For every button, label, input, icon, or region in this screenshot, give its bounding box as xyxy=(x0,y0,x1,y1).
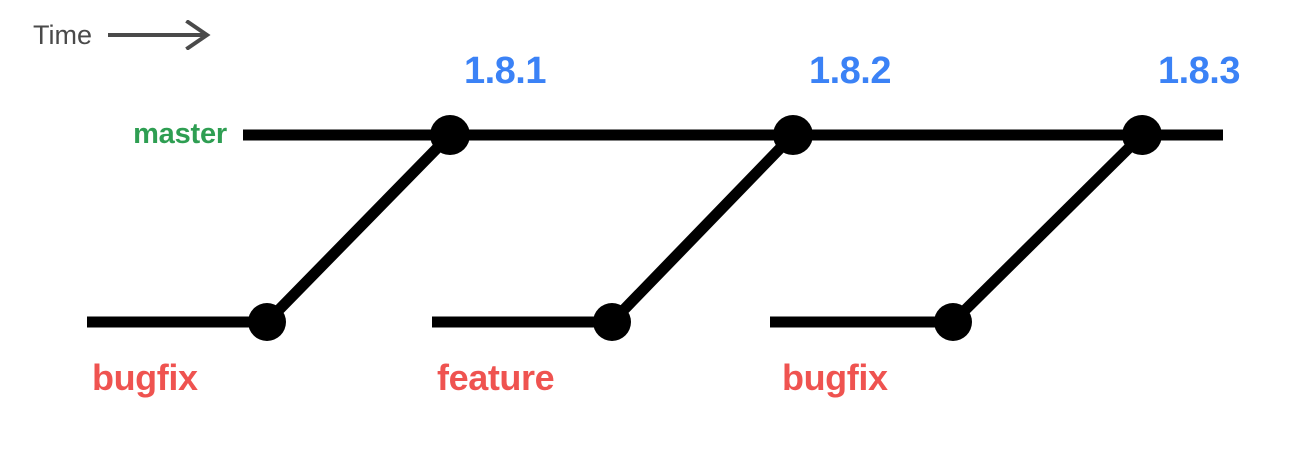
branch-label-bugfix-2: bugfix xyxy=(782,357,888,398)
merge-line-bugfix-2 xyxy=(949,131,1146,326)
version-tag-1-8-2: 1.8.2 xyxy=(808,50,892,92)
commit-node-bugfix-1[interactable] xyxy=(248,303,286,341)
master-branch-label: master xyxy=(133,118,227,150)
version-tag-1-8-3: 1.8.3 xyxy=(1157,50,1241,92)
merge-line-feature xyxy=(608,131,797,326)
branch-label-feature: feature xyxy=(437,357,555,398)
commit-node-1-8-1[interactable] xyxy=(430,115,470,155)
commit-node-feature[interactable] xyxy=(593,303,631,341)
version-tag-1-8-1: 1.8.1 xyxy=(463,50,547,92)
time-axis-annotation: Time xyxy=(33,20,216,50)
commit-node-1-8-3[interactable] xyxy=(1122,115,1162,155)
commit-node-1-8-2[interactable] xyxy=(773,115,813,155)
arrow-right-icon xyxy=(108,20,211,50)
merge-line-bugfix-1 xyxy=(263,131,454,326)
time-axis-label: Time xyxy=(33,19,92,50)
branch-label-bugfix-1: bugfix xyxy=(92,357,198,398)
commit-node-bugfix-2[interactable] xyxy=(934,303,972,341)
